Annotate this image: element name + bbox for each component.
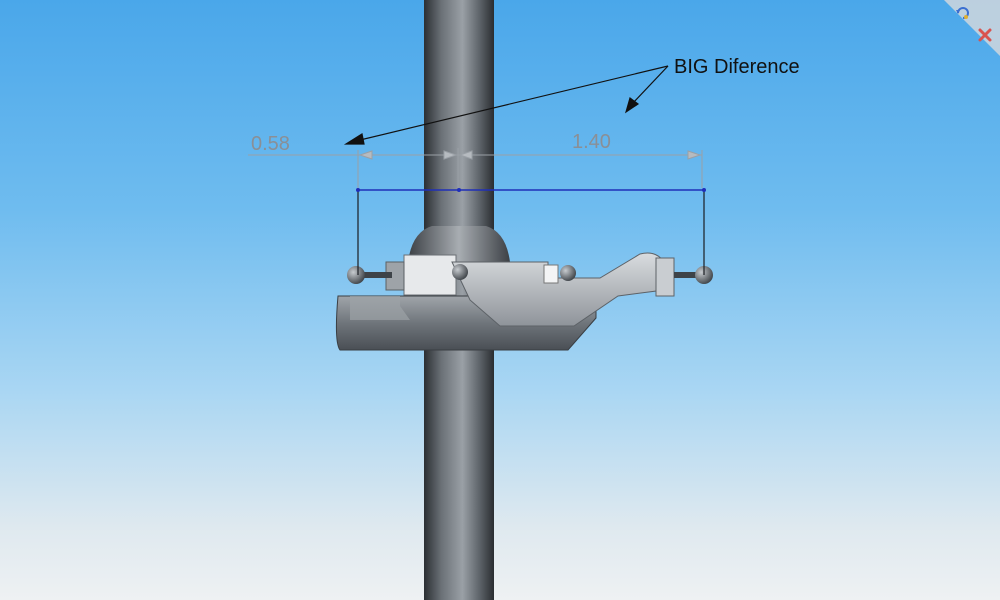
dimension-left-value[interactable]: 0.58 <box>251 133 290 155</box>
close-icon[interactable] <box>976 26 994 44</box>
ball-link-center[interactable] <box>452 264 468 280</box>
dimension-right-value[interactable]: 1.40 <box>572 131 611 153</box>
dimension-lines[interactable] <box>248 148 703 188</box>
ball-link-middle[interactable] <box>560 265 576 281</box>
swash-hub[interactable] <box>408 226 510 262</box>
rebuild-icon[interactable] <box>954 4 972 22</box>
note-leaders[interactable] <box>343 65 669 145</box>
note-big-difference[interactable]: BIG Diference <box>674 56 800 78</box>
sketch-geometry[interactable] <box>356 188 706 275</box>
ball-link-left[interactable] <box>347 266 365 284</box>
slider-block[interactable] <box>403 254 457 296</box>
confirmation-corner <box>940 0 1000 60</box>
control-arm[interactable] <box>451 252 665 327</box>
